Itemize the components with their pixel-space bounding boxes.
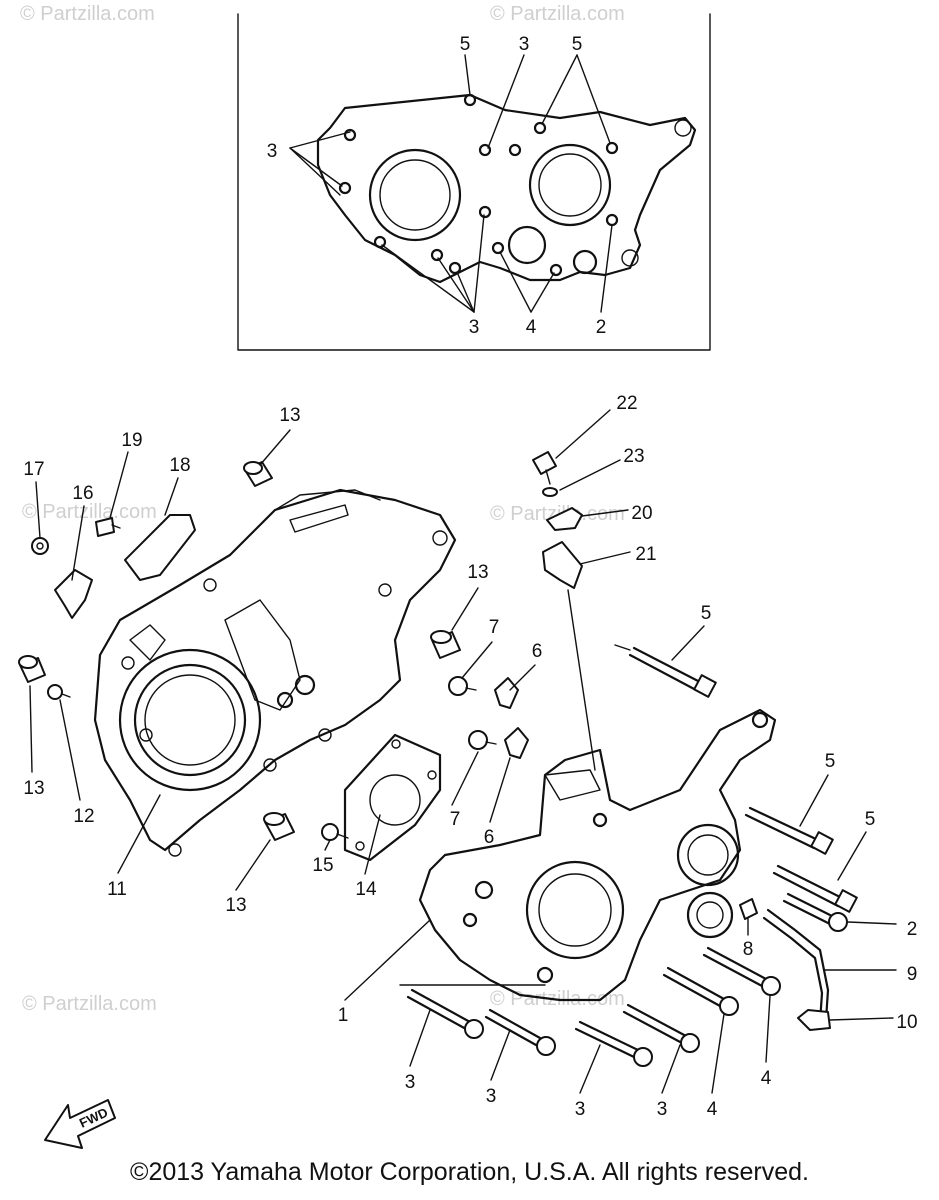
- leader-lines: [29, 409, 897, 1094]
- screw-12: [47, 684, 71, 700]
- callout-part-16: 16: [72, 483, 93, 504]
- bolts: [406, 646, 858, 1067]
- callout-part-19: 19: [121, 430, 142, 451]
- inset-leader-lines: [289, 54, 613, 313]
- callout-part-13: 13: [23, 778, 44, 799]
- callout-part-3: 3: [405, 1072, 416, 1093]
- callout-part-4: 4: [707, 1099, 718, 1120]
- callout-part-3: 3: [486, 1086, 497, 1107]
- callout-part-13: 13: [279, 405, 300, 426]
- callout-part-5: 5: [701, 603, 712, 624]
- right-crankcase-half: [418, 708, 777, 1002]
- inset-cylinder-bore-left: [368, 148, 462, 242]
- callout-part-5: 5: [572, 34, 583, 55]
- small-parts: [18, 451, 831, 1031]
- callout-part-3: 3: [657, 1099, 668, 1120]
- bolt-5: [744, 806, 834, 855]
- callout-part-14: 14: [355, 879, 377, 900]
- callout-part-8: 8: [743, 939, 754, 960]
- callout-part-4: 4: [526, 317, 537, 338]
- callout-part-3: 3: [267, 141, 278, 162]
- bolt-3: [574, 1020, 653, 1067]
- callout-part-13: 13: [225, 895, 246, 916]
- screw-7: [448, 676, 477, 696]
- dowel-pin: [263, 812, 295, 841]
- callout-part-7: 7: [489, 617, 500, 638]
- clip-20: [546, 507, 583, 531]
- callout-part-22: 22: [616, 393, 637, 414]
- bolt-3: [622, 1003, 700, 1053]
- inset-frame: [237, 13, 711, 351]
- gasket-14: [343, 733, 442, 862]
- callout-part-2: 2: [596, 317, 607, 338]
- nut-17: [31, 537, 49, 555]
- inset-view: [237, 13, 711, 351]
- bracket-16: [54, 569, 93, 619]
- copyright-notice: ©2013 Yamaha Motor Corporation, U.S.A. A…: [130, 1158, 809, 1186]
- callout-part-3: 3: [519, 34, 530, 55]
- clamp-6: [504, 727, 529, 759]
- screw-7: [468, 730, 497, 750]
- hose-clamp-10: [797, 1009, 831, 1031]
- dowel-pin: [430, 630, 461, 659]
- callout-part-17: 17: [23, 459, 44, 480]
- watermark: © Partzilla.com: [20, 3, 155, 25]
- inset-crankcase-outline: [316, 93, 697, 284]
- dowel-pin: [18, 655, 46, 683]
- bolt-3: [406, 988, 484, 1039]
- bolt-5: [772, 864, 858, 913]
- callout-part-2: 2: [907, 919, 918, 940]
- main-bearing-bore: [118, 648, 262, 792]
- callout-part-3: 3: [575, 1099, 586, 1120]
- callout-part-4: 4: [761, 1068, 772, 1089]
- watermark: © Partzilla.com: [490, 3, 625, 25]
- callout-part-5: 5: [460, 34, 471, 55]
- bolt-22: [532, 451, 557, 485]
- callout-part-3: 3: [469, 317, 480, 338]
- callout-part-15: 15: [312, 855, 333, 876]
- fwd-arrow-icon: FWD: [44, 1099, 116, 1149]
- callout-part-21: 21: [635, 544, 656, 565]
- callout-part-6: 6: [532, 641, 543, 662]
- dowel-8: [739, 898, 758, 920]
- callout-part-10: 10: [896, 1012, 917, 1033]
- bolt-2: [782, 892, 848, 932]
- inset-port: [507, 225, 547, 265]
- callout-part-7: 7: [450, 809, 461, 830]
- callout-part-9: 9: [907, 964, 918, 985]
- bolt-5: [628, 646, 717, 698]
- callout-part-13: 13: [467, 562, 488, 583]
- callout-part-23: 23: [623, 446, 644, 467]
- bolt-3: [484, 1008, 556, 1056]
- hose-9: [766, 908, 830, 1022]
- right-bearing-bore: [525, 860, 625, 960]
- screw-19: [95, 517, 121, 537]
- clamp-21: [542, 541, 583, 589]
- left-crankcase-half: [93, 488, 457, 857]
- callout-part-12: 12: [73, 806, 94, 827]
- callout-part-18: 18: [169, 455, 190, 476]
- watermark: © Partzilla.com: [22, 501, 157, 523]
- dowel-pin: [243, 461, 273, 487]
- callout-part-5: 5: [825, 751, 836, 772]
- callout-part-11: 11: [107, 879, 127, 900]
- inset-cylinder-bore-right: [528, 143, 612, 227]
- watermark: © Partzilla.com: [22, 993, 157, 1015]
- inset-callouts: 5 3 5 3 3 4 2: [267, 34, 607, 338]
- callout-part-1: 1: [338, 1005, 349, 1026]
- callout-part-20: 20: [631, 503, 652, 524]
- washer-23: [542, 487, 558, 497]
- clamp-6: [494, 677, 519, 709]
- guide-18: [124, 514, 196, 581]
- bolt-4: [702, 946, 781, 996]
- bolt-4: [662, 966, 739, 1016]
- callout-part-5: 5: [865, 809, 876, 830]
- callout-part-6: 6: [484, 827, 495, 848]
